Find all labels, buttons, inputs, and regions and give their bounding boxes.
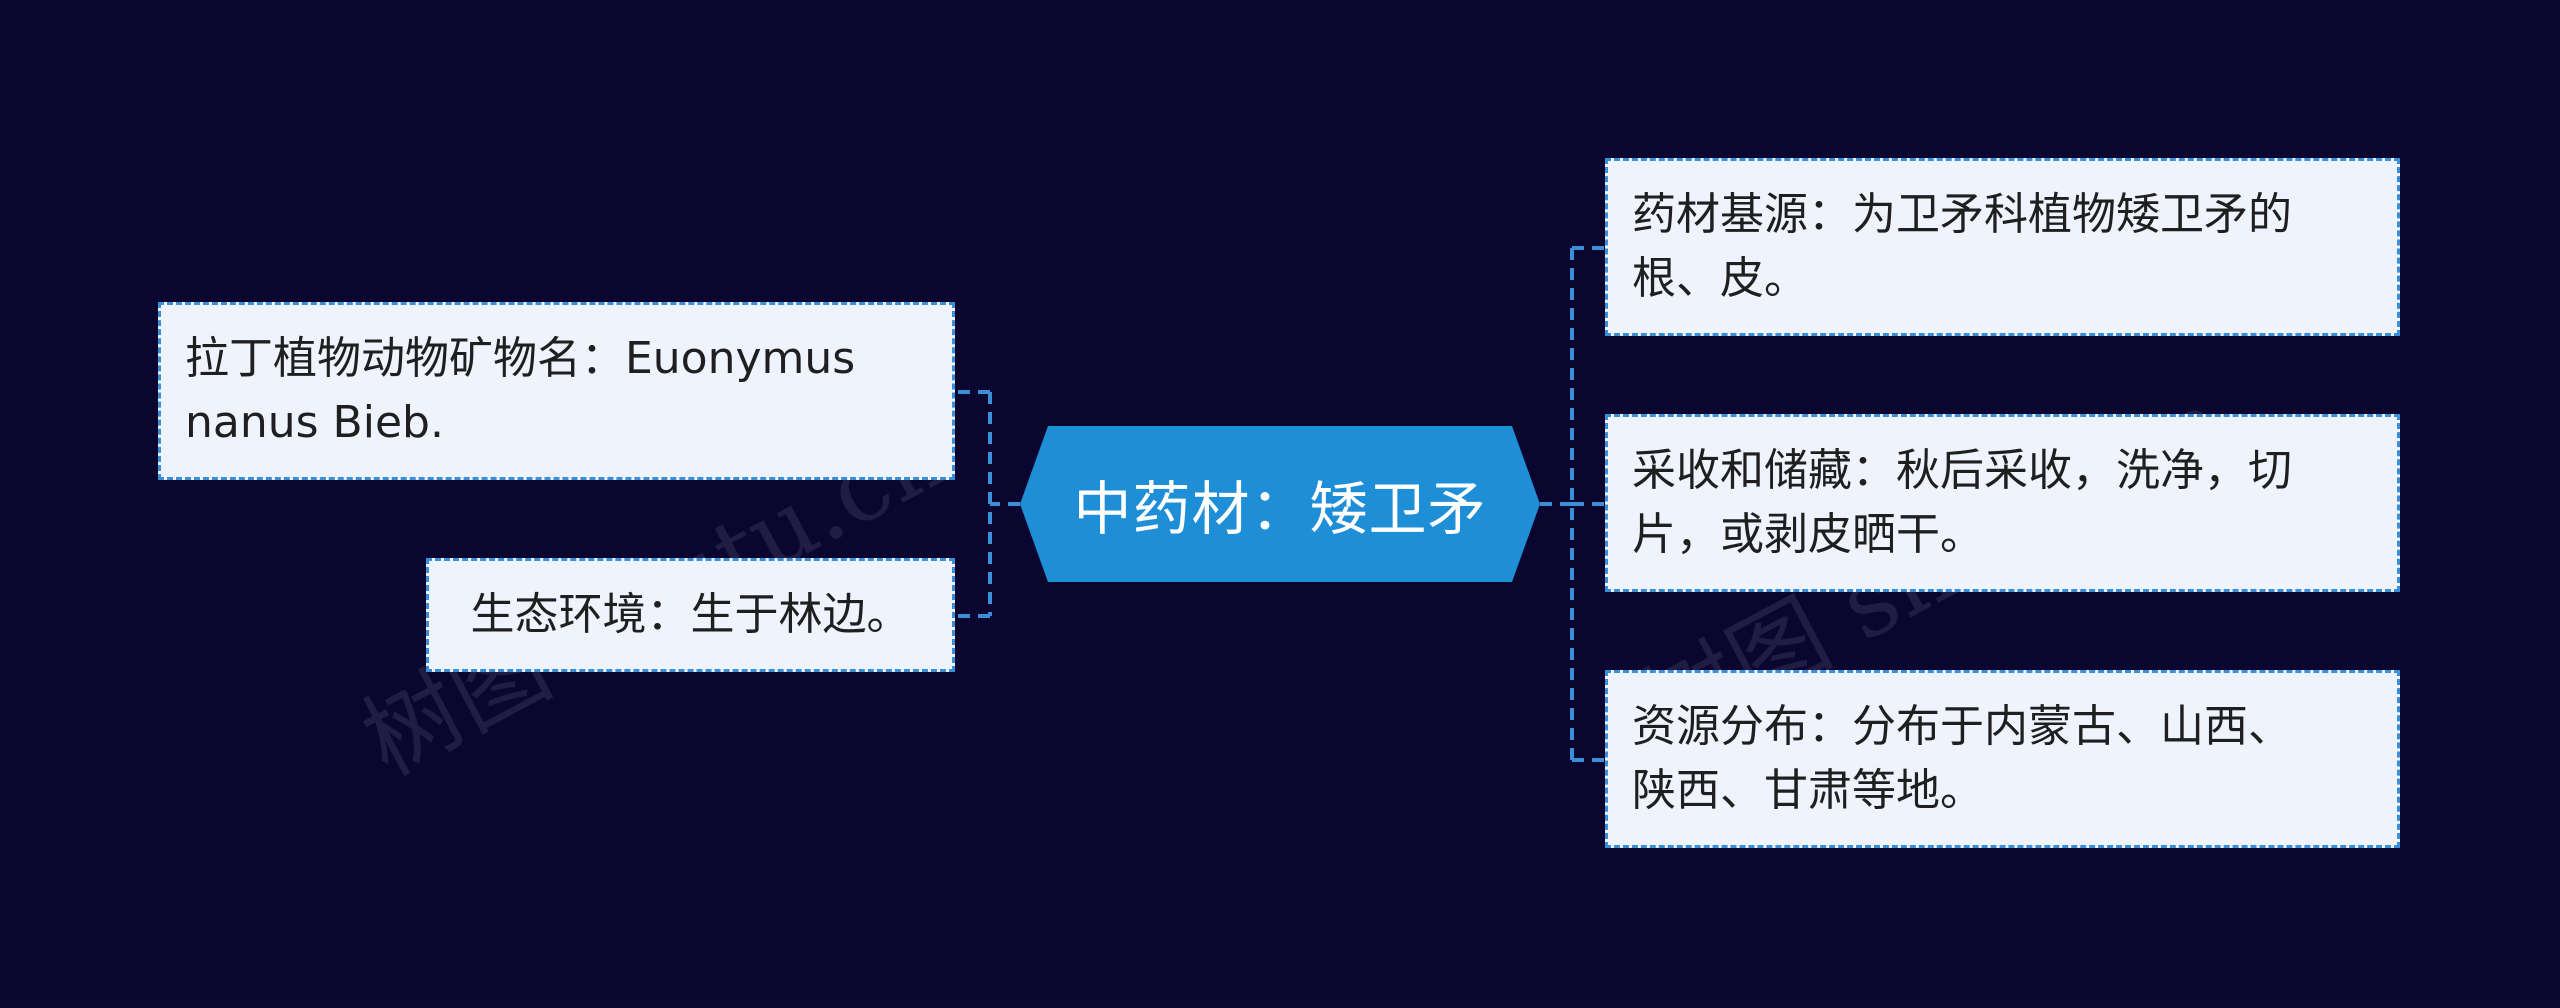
right-node-distribution[interactable]: 资源分布：分布于内蒙古、山西、 陕西、甘肃等地。 [1605, 670, 2400, 848]
left-node-latin-name-line2: nanus Bieb. [185, 397, 444, 448]
right-node-source[interactable]: 药材基源：为卫矛科植物矮卫矛的 根、皮。 [1605, 158, 2400, 336]
central-topic-label: 中药材：矮卫矛 [1073, 475, 1487, 543]
central-hexagon-shape [1020, 426, 1540, 582]
right-node-harvest[interactable]: 采收和储藏：秋后采收，洗净，切 片，或剥皮晒干。 [1605, 414, 2400, 592]
left-node-habitat[interactable]: 生态环境：生于林边。 [426, 558, 955, 672]
right-node-harvest-line1: 采收和储藏：秋后采收，洗净，切 [1632, 445, 2292, 496]
left-node-latin-name-line1: 拉丁植物动物矿物名：Euonymus [185, 333, 856, 384]
right-node-distribution-line1: 资源分布：分布于内蒙古、山西、 [1632, 701, 2292, 752]
left-node-habitat-line1: 生态环境：生于林边。 [470, 589, 911, 640]
right-node-source-line2: 根、皮。 [1632, 253, 1808, 304]
central-topic[interactable]: 中药材：矮卫矛 [1020, 426, 1540, 582]
right-node-harvest-line2: 片，或剥皮晒干。 [1632, 509, 1984, 560]
right-node-source-line1: 药材基源：为卫矛科植物矮卫矛的 [1632, 189, 2292, 240]
left-node-latin-name[interactable]: 拉丁植物动物矿物名：Euonymus nanus Bieb. [158, 302, 955, 480]
right-node-distribution-line2: 陕西、甘肃等地。 [1632, 765, 1984, 816]
